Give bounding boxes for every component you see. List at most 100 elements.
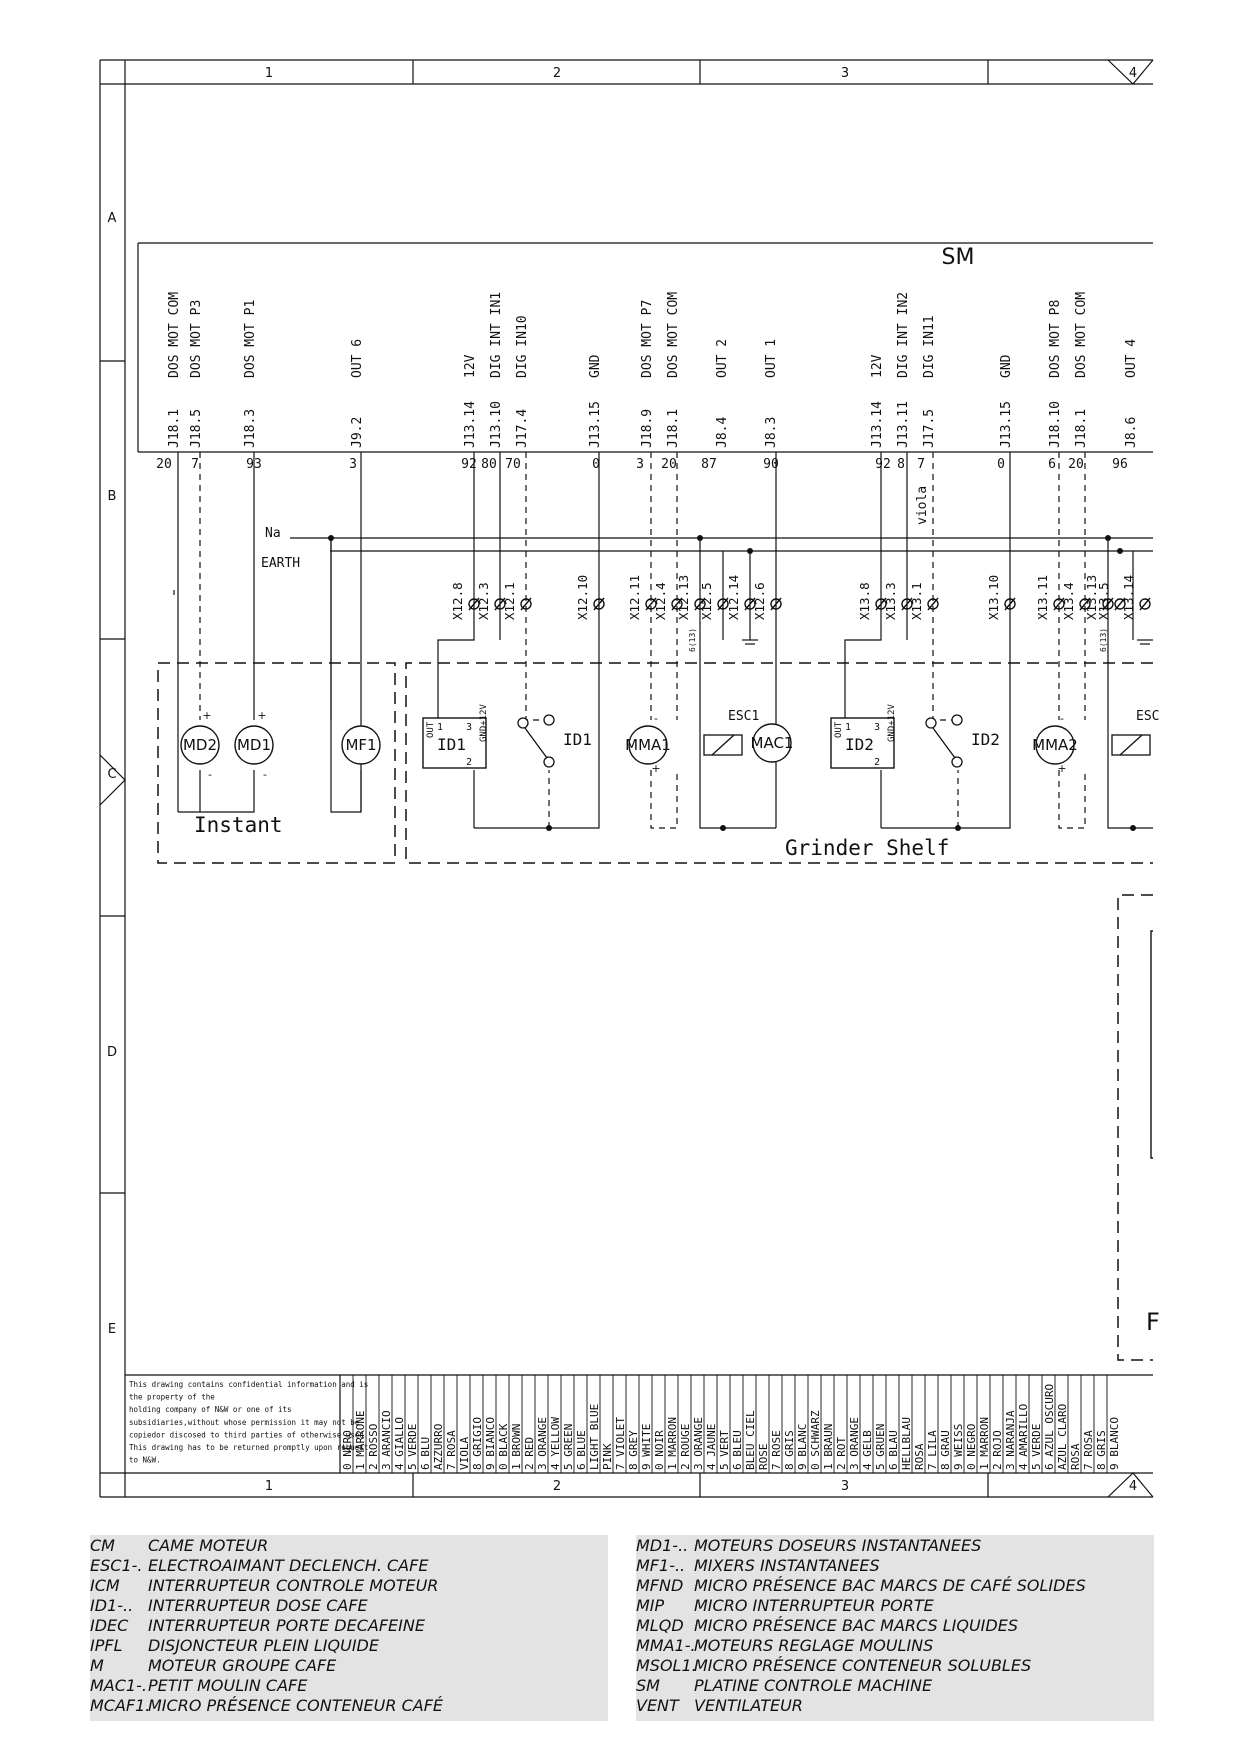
wire-esc1 [699, 538, 776, 829]
confidentiality-line: copiedor discosed to third parties of ot… [129, 1430, 368, 1439]
pin-label-sig13: J13.14 [870, 401, 885, 448]
color-entry: 5 GRUEN [874, 1424, 887, 1470]
legend-description: MICRO PRÉSENCE BAC MARCS DE CAFÉ SOLIDES [694, 1576, 1086, 1595]
wire-number-sig16: 0 [997, 457, 1005, 472]
md2-motor-circle [180, 725, 220, 765]
terminal-slash [645, 597, 657, 611]
pin-label-sig4: J9.2 [350, 417, 365, 448]
bus-label-earth: EARTH [261, 556, 300, 571]
terminal-label: X12.6 [752, 582, 767, 620]
mma2-plus: + [1057, 762, 1066, 775]
pin-label-sig14: J13.11 [896, 401, 911, 448]
id2-switch-contact [925, 717, 937, 729]
color-entry: AZUL CLARO [1056, 1404, 1069, 1470]
wire-number-sig13: 92 [875, 457, 891, 472]
mf1-motor-label: MF1 [345, 736, 376, 754]
id2-gnd12v: GND+12V [887, 703, 897, 742]
color-entry: 9 WEISS [952, 1424, 965, 1470]
legend-code: SM [636, 1676, 660, 1695]
legend-description: MICRO PRÉSENCE CONTENEUR CAFÉ [148, 1696, 444, 1715]
color-entry: 6 BLEU [731, 1430, 744, 1470]
terminal-label: X12.3 [476, 582, 491, 620]
signal-label-sig19: OUT 4 [1124, 339, 1139, 378]
md1-motor-label: MD1 [237, 736, 271, 754]
pin-label-sig16: J13.15 [999, 401, 1014, 448]
row-label: D [107, 1045, 117, 1060]
terminal-label: X12.4 [653, 582, 668, 620]
color-entry: 3 NARANJA [1004, 1410, 1017, 1470]
terminal-label: X13.4 [1061, 582, 1076, 620]
legend-row: ID1-..INTERRUPTEUR DOSE CAFE [90, 1596, 608, 1616]
color-entry: 7 LILA [926, 1430, 939, 1470]
mma1-plus: + [651, 762, 660, 775]
column-label-top: 1 [265, 66, 273, 81]
legend-code: M [90, 1656, 104, 1675]
legend-description: DISJONCTEUR PLEIN LIQUIDE [148, 1636, 379, 1655]
color-entry: 5 VERT [718, 1430, 731, 1470]
color-entry: 1 MARRON [978, 1417, 991, 1470]
legend-code: MLQD [636, 1616, 684, 1635]
confidentiality-line: This drawing contains confidential infor… [129, 1380, 368, 1389]
id2-pin2: 2 [874, 757, 880, 768]
id1-switch-contact [517, 717, 529, 729]
color-entry: 2 ROT [835, 1437, 848, 1470]
legend-description: MOTEUR GROUPE CAFE [148, 1656, 337, 1675]
terminal-slash [1053, 597, 1065, 611]
pin-label-sig18: J18.1 [1074, 409, 1089, 448]
color-entry: 9 BLANCO [1108, 1417, 1121, 1470]
md2-motor-label: MD2 [183, 736, 217, 754]
mac1-motor-label: MAC1 [751, 734, 794, 752]
legend-row: MAC1-.PETIT MOULIN CAFE [90, 1676, 608, 1696]
color-entry: PINK [601, 1443, 614, 1470]
pin-label-sig11: J8.4 [715, 417, 730, 448]
group-boxes [157, 662, 1153, 1361]
legend-code: MIP [636, 1596, 665, 1615]
mma1-motor-circle [628, 725, 668, 765]
color-entry: VIOLA [458, 1437, 471, 1470]
confidentiality-line: This drawing has to be returned promptly… [129, 1443, 368, 1452]
legend-description: ELECTROAIMANT DECLENCH. CAFE [148, 1556, 429, 1575]
color-entry: 0 SCHWARZ [809, 1410, 822, 1470]
color-entry: 8 GRIGIO [471, 1417, 484, 1470]
wire-number-sig14: 8 [897, 457, 905, 472]
wire-number-sig17: 6 [1048, 457, 1056, 472]
terminal-label: X13.3 [883, 582, 898, 620]
signal-label-sig8: GND [588, 354, 603, 378]
mma1-motor-label: MMA1 [625, 736, 671, 754]
mac1-motor-circle [752, 723, 792, 763]
color-entry: 9 WHITE [640, 1424, 653, 1470]
color-entry: 5 VERDE [1030, 1424, 1043, 1470]
md2-minus: - [208, 768, 212, 781]
legend-description: MICRO PRÉSENCE CONTENEUR SOLUBLES [694, 1656, 1032, 1675]
grinder-shelf-label: Grinder Shelf [785, 836, 949, 860]
signal-label-sig18: DOS MOT COM [1074, 292, 1089, 378]
color-entry: 7 VIOLET [614, 1417, 627, 1470]
pin-label-sig10: J18.1 [666, 409, 681, 448]
esc2-coil-slash [1119, 734, 1143, 756]
color-entry: 9 BLANC [796, 1424, 809, 1470]
confidentiality-line: to N&W. [129, 1456, 161, 1465]
signal-label-sig3: DOS MOT P1 [243, 300, 258, 378]
partial-letter: F [1146, 1308, 1160, 1336]
column-label-top: 3 [841, 66, 849, 81]
signal-label-sig17: DOS MOT P8 [1048, 300, 1063, 378]
terminal-label: X13.8 [857, 582, 872, 620]
legend-description: INTERRUPTEUR PORTE DECAFEINE [148, 1616, 425, 1635]
legend-row: MSOL1.MICRO PRÉSENCE CONTENEUR SOLUBLES [636, 1656, 1154, 1676]
wire-number-sig11: 87 [701, 457, 717, 472]
legend-code: ESC1-. [90, 1556, 143, 1575]
column-label-bottom: 4 [1129, 1479, 1137, 1494]
color-entry: 6 BLU [419, 1437, 432, 1470]
color-entry: 5 GREEN [562, 1424, 575, 1470]
color-entry: 8 GRAU [939, 1430, 952, 1470]
color-entry: 1 MARRONE [354, 1410, 367, 1470]
terminal-slash [927, 597, 939, 611]
wire-number-sig6: 80 [481, 457, 497, 472]
terminal-label: X12.1 [502, 582, 517, 620]
legend-description: MOTEURS DOSEURS INSTANTANEES [694, 1536, 982, 1555]
